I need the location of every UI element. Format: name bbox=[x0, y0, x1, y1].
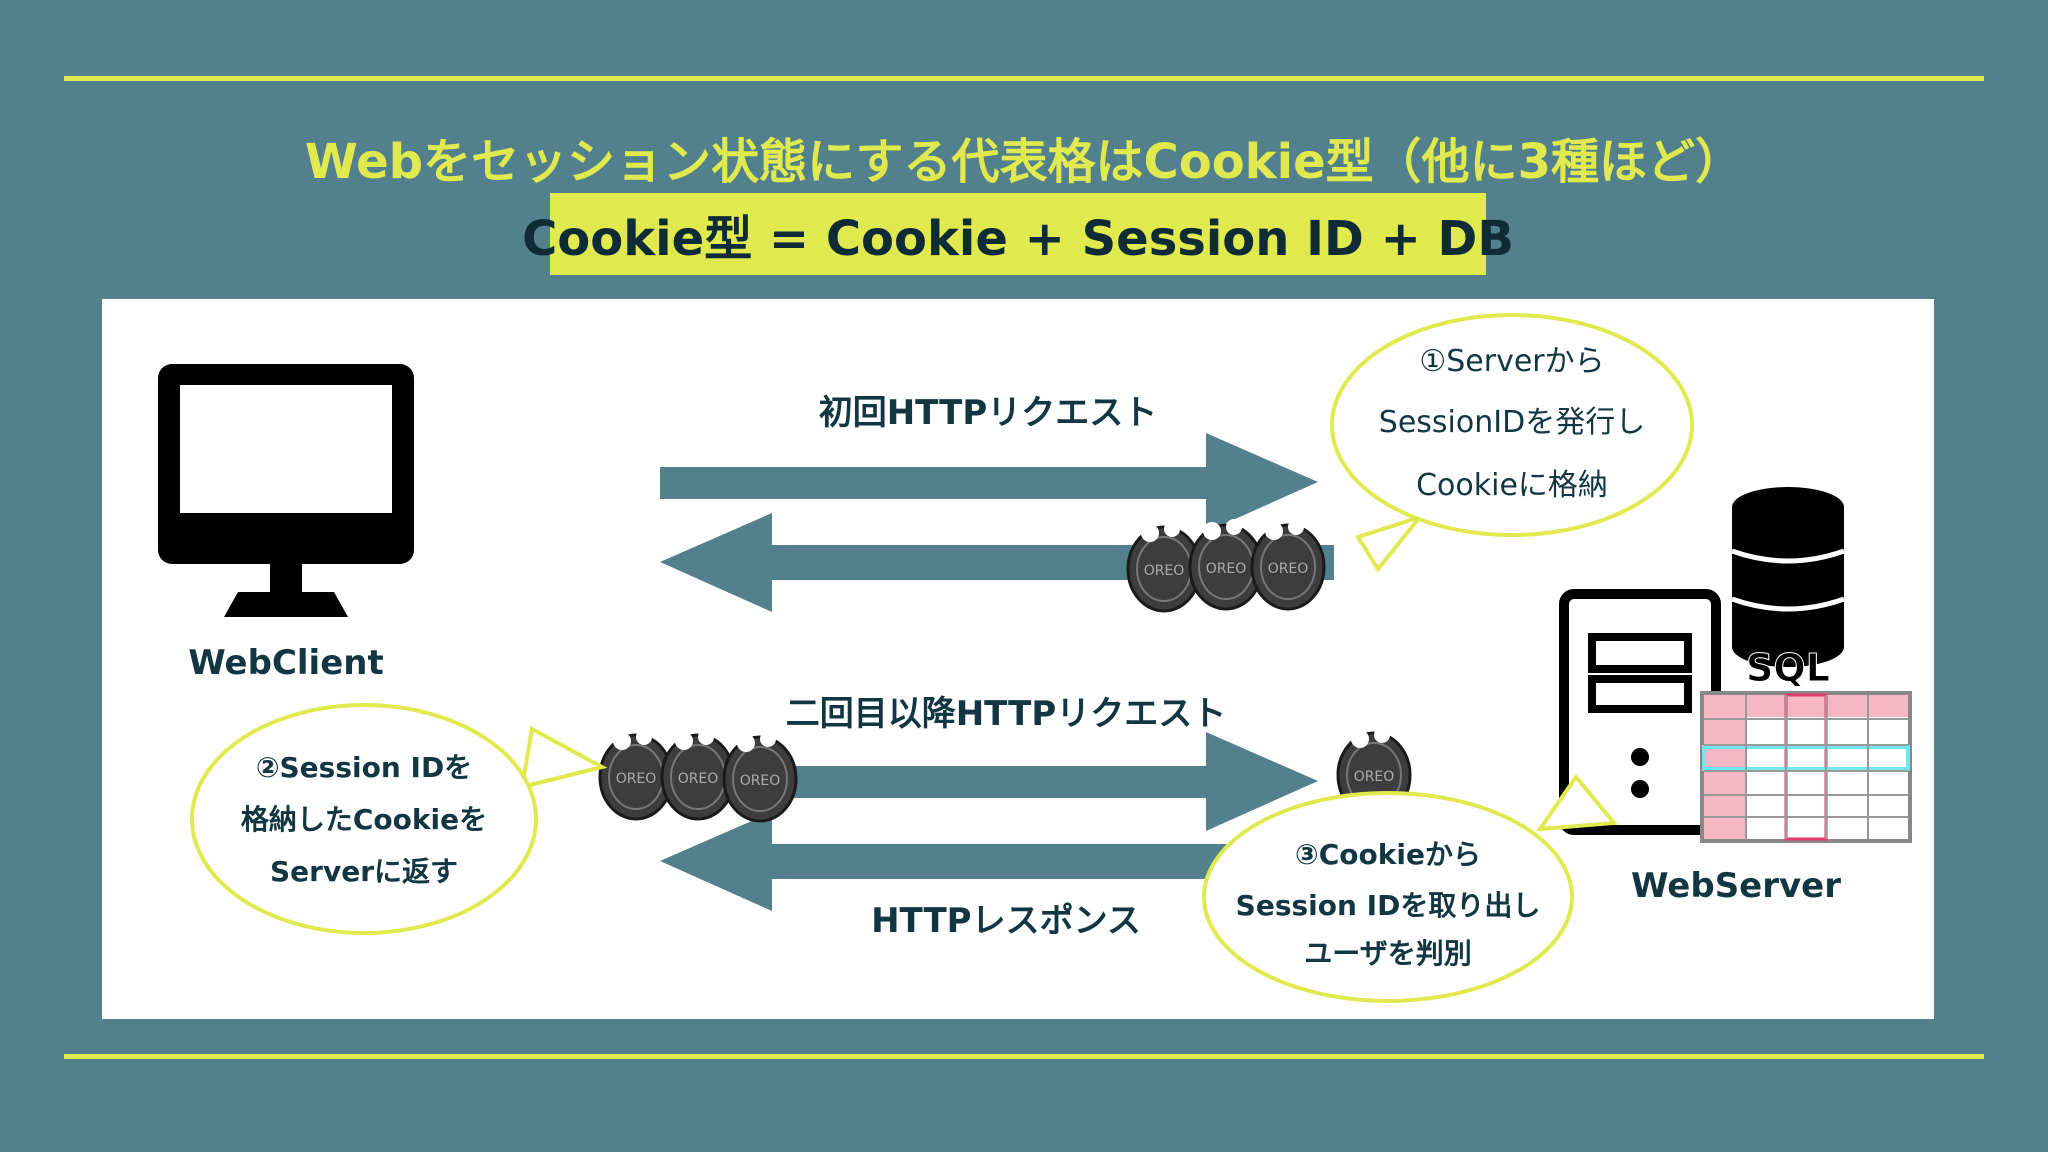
server-tower-icon bbox=[1559, 589, 1721, 835]
oreo-logo-text: OREO bbox=[1144, 563, 1185, 579]
oreo-logo-text: OREO bbox=[1354, 769, 1395, 785]
data-table-icon bbox=[1700, 691, 1912, 843]
note-bubble-1: ①Serverから SessionIDを発行し Cookieに格納 bbox=[1330, 313, 1694, 573]
second-response-arrow bbox=[660, 812, 1238, 911]
webserver-label: WebServer bbox=[1631, 866, 1841, 906]
formula-banner: Cookie型 = Cookie + Session ID + DB bbox=[522, 193, 1514, 275]
note3-line2: Session IDを取り出し bbox=[1236, 889, 1541, 922]
note2-line3: Serverに返す bbox=[270, 855, 458, 888]
note3-line3: ユーザを判別 bbox=[1304, 937, 1471, 970]
first-request-arrow bbox=[660, 433, 1318, 532]
subsequent-request-label: 二回目以降HTTPリクエスト bbox=[786, 694, 1227, 734]
webclient-label: WebClient bbox=[188, 643, 383, 683]
cookie-group-response: OREO OREO OREO bbox=[1126, 517, 1326, 613]
oreo-logo-text: OREO bbox=[1268, 561, 1309, 577]
oreo-logo-text: OREO bbox=[616, 771, 657, 787]
response-label: HTTPレスポンス bbox=[871, 901, 1141, 941]
oreo-logo-text: OREO bbox=[1206, 561, 1247, 577]
cookie-single: OREO bbox=[1336, 725, 1412, 819]
note3-line1: ③Cookieから bbox=[1295, 838, 1481, 871]
first-request-label: 初回HTTPリクエスト bbox=[819, 393, 1158, 433]
note2-line2: 格納したCookieを bbox=[241, 803, 487, 836]
second-request-arrow bbox=[772, 732, 1318, 831]
bottom-divider bbox=[64, 1054, 1984, 1059]
note2-line1: ②Session IDを bbox=[256, 751, 472, 784]
diagram-panel: WebClient SQL bbox=[102, 299, 1934, 1019]
cookie-group-client: OREO OREO OREO bbox=[598, 727, 798, 823]
oreo-logo-text: OREO bbox=[740, 773, 781, 789]
page-title: Webをセッション状態にする代表格はCookie型（他に3種ほど） bbox=[304, 134, 1744, 190]
note-bubble-2: ②Session IDを 格納したCookieを Serverに返す bbox=[190, 703, 608, 935]
note-bubble-3: ③Cookieから Session IDを取り出し ユーザを判別 bbox=[1202, 773, 1618, 1003]
first-response-arrow bbox=[660, 513, 1334, 612]
note1-line3: Cookieに格納 bbox=[1416, 468, 1608, 503]
computer-monitor-icon bbox=[158, 364, 414, 617]
note1-line2: SessionIDを発行し bbox=[1379, 405, 1645, 440]
database-icon bbox=[1731, 487, 1845, 667]
sql-label: SQL bbox=[1746, 646, 1830, 690]
oreo-logo-text: OREO bbox=[678, 771, 719, 787]
session-diagram: WebClient SQL bbox=[158, 313, 1912, 1003]
top-divider bbox=[64, 76, 1984, 81]
note1-line1: ①Serverから bbox=[1419, 344, 1604, 379]
